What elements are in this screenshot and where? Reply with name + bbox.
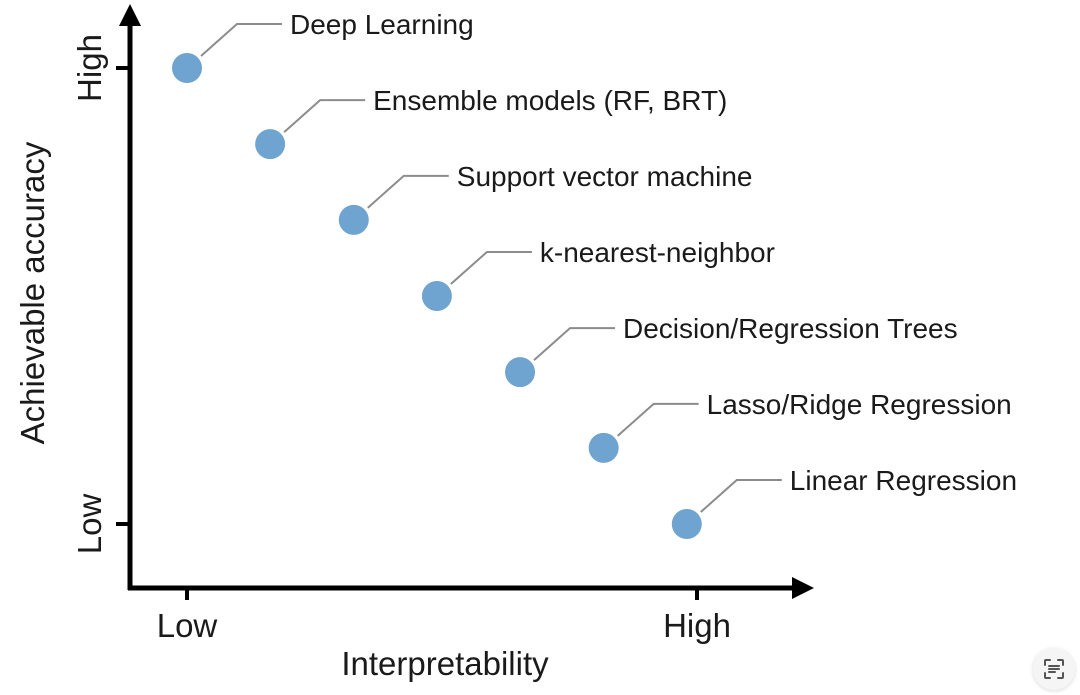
data-point bbox=[671, 509, 702, 539]
point-label: Lasso/Ridge Regression bbox=[707, 389, 1012, 420]
x-axis-title: Interpretability bbox=[341, 645, 549, 682]
scan-text-icon bbox=[1044, 659, 1064, 679]
leader-line bbox=[617, 402, 699, 437]
y-axis-title: Achievable accuracy bbox=[14, 141, 51, 444]
data-point bbox=[421, 281, 452, 311]
point-label: Support vector machine bbox=[457, 161, 753, 192]
point-label: k-nearest-neighbor bbox=[540, 237, 775, 268]
leader-line bbox=[283, 99, 366, 133]
points-layer bbox=[172, 53, 702, 539]
y-axis-arrowhead bbox=[119, 4, 141, 26]
leader-line bbox=[200, 23, 282, 57]
leader-line bbox=[700, 479, 782, 513]
data-point bbox=[588, 432, 619, 463]
x-axis-arrowhead bbox=[792, 577, 814, 599]
leaders-layer bbox=[200, 23, 782, 513]
x-tick-label: Low bbox=[157, 607, 218, 644]
point-label: Ensemble models (RF, BRT) bbox=[373, 85, 727, 116]
y-tick-label: Low bbox=[71, 494, 108, 555]
point-label: Decision/Regression Trees bbox=[623, 313, 958, 344]
scan-text-button[interactable] bbox=[1033, 648, 1075, 690]
data-point bbox=[172, 53, 202, 83]
point-label: Deep Learning bbox=[290, 9, 474, 40]
leader-line bbox=[450, 251, 532, 285]
point-label: Linear Regression bbox=[790, 465, 1017, 496]
y-tick-label: High bbox=[71, 34, 108, 102]
data-point bbox=[255, 129, 286, 160]
data-point bbox=[505, 357, 536, 388]
leader-line bbox=[367, 174, 449, 209]
data-point bbox=[338, 204, 369, 235]
leader-line bbox=[533, 327, 616, 361]
x-tick-label: High bbox=[663, 607, 731, 644]
